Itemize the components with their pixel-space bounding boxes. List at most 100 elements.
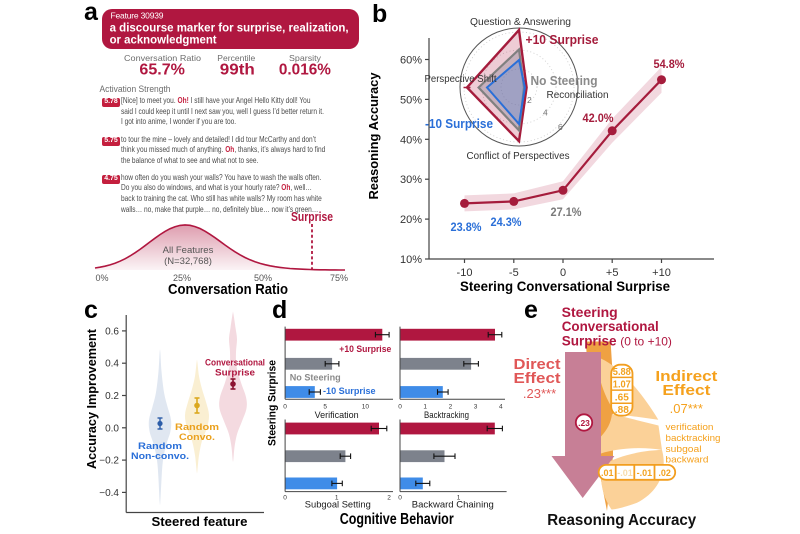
svg-text:1.07: 1.07 <box>613 380 631 391</box>
svg-text:-.01: -.01 <box>617 468 633 478</box>
svg-text:50%: 50% <box>400 94 422 106</box>
svg-text:25%: 25% <box>173 273 191 283</box>
svg-text:10%: 10% <box>400 254 422 266</box>
svg-text:Backtracking: Backtracking <box>424 410 469 421</box>
svg-text:Steering Conversational Surpri: Steering Conversational Surprise <box>460 279 670 294</box>
svg-text:4: 4 <box>543 108 548 118</box>
svg-text:Surprise (0 to +10): Surprise (0 to +10) <box>562 334 672 349</box>
svg-text:Surprise: Surprise <box>291 210 333 224</box>
svg-text:50%: 50% <box>254 273 272 283</box>
svg-text:-.01: -.01 <box>637 468 653 478</box>
svg-text:1: 1 <box>423 404 427 411</box>
svg-text:c: c <box>84 296 98 324</box>
svg-text:Indirect: Indirect <box>655 368 717 385</box>
svg-text:.88: .88 <box>615 405 629 416</box>
svg-text:Reasoning Accuracy: Reasoning Accuracy <box>547 512 696 529</box>
svg-text:.23: .23 <box>578 418 590 428</box>
svg-text:+10 Surprise: +10 Surprise <box>526 33 599 47</box>
svg-text:6: 6 <box>558 122 563 132</box>
svg-text:Random: Random <box>175 422 219 433</box>
svg-text:60%: 60% <box>400 55 422 67</box>
svg-text:−0.4: −0.4 <box>99 488 119 499</box>
svg-text:23.8%: 23.8% <box>451 220 482 234</box>
svg-text:Percentile: Percentile <box>217 53 255 63</box>
svg-text:0: 0 <box>398 404 402 411</box>
svg-text:.01: .01 <box>601 468 614 478</box>
svg-text:verification: verification <box>666 422 714 433</box>
svg-text:0: 0 <box>283 404 287 411</box>
svg-text:Perspective Shift: Perspective Shift <box>425 73 497 85</box>
svg-text:42.0%: 42.0% <box>583 111 614 125</box>
svg-text:subgoal: subgoal <box>666 444 702 455</box>
svg-text:backward: backward <box>666 455 709 466</box>
svg-text:Cognitive Behavior: Cognitive Behavior <box>340 511 454 528</box>
svg-text:+10 Surprise: +10 Surprise <box>339 344 391 355</box>
svg-text:0: 0 <box>398 495 402 502</box>
svg-text:4: 4 <box>499 404 503 411</box>
svg-text:Conversational: Conversational <box>205 358 265 369</box>
svg-text:2: 2 <box>449 404 453 411</box>
svg-text:75%: 75% <box>330 273 348 283</box>
svg-text:-10 Surprise: -10 Surprise <box>425 117 493 131</box>
svg-text:No Steering: No Steering <box>531 74 598 88</box>
svg-text:1: 1 <box>335 495 339 502</box>
svg-text:Activation Strength: Activation Strength <box>100 84 171 94</box>
svg-text:a: a <box>84 0 99 26</box>
svg-text:1: 1 <box>457 495 461 502</box>
svg-text:Steering: Steering <box>562 305 618 320</box>
svg-text:27.1%: 27.1% <box>551 205 582 219</box>
svg-text:0.2: 0.2 <box>105 391 119 402</box>
svg-text:Non-convo.: Non-convo. <box>131 451 189 462</box>
svg-text:d: d <box>272 296 287 324</box>
svg-text:99th: 99th <box>220 62 255 79</box>
svg-text:Accuracy Improvement: Accuracy Improvement <box>84 328 99 469</box>
svg-text:Conversation Ratio: Conversation Ratio <box>168 282 288 298</box>
svg-text:Backward Chaining: Backward Chaining <box>412 500 494 511</box>
svg-text:Conversation Ratio: Conversation Ratio <box>124 53 201 63</box>
svg-text:Direct: Direct <box>514 356 561 373</box>
svg-text:Effect: Effect <box>514 370 561 387</box>
svg-text:2: 2 <box>387 495 391 502</box>
svg-text:Sparsity: Sparsity <box>289 53 322 63</box>
svg-text:3: 3 <box>474 404 478 411</box>
svg-text:5.88: 5.88 <box>613 367 631 378</box>
svg-text:0.0: 0.0 <box>105 423 119 434</box>
svg-text:0.6: 0.6 <box>105 326 119 337</box>
svg-text:5: 5 <box>323 404 327 411</box>
svg-text:Effect: Effect <box>662 382 710 399</box>
svg-text:20%: 20% <box>400 214 422 226</box>
svg-text:-5: -5 <box>509 267 519 279</box>
svg-text:Verification: Verification <box>315 410 359 421</box>
svg-text:e: e <box>524 296 538 324</box>
svg-text:Feature 30939: Feature 30939 <box>111 11 164 21</box>
svg-text:All Features: All Features <box>163 245 214 256</box>
svg-text:10: 10 <box>362 404 370 411</box>
svg-text:Reasoning Accuracy: Reasoning Accuracy <box>366 72 381 200</box>
svg-text:Subgoal Setting: Subgoal Setting <box>305 500 371 511</box>
svg-text:b: b <box>372 0 387 28</box>
svg-text:backtracking: backtracking <box>666 433 721 444</box>
svg-text:54.8%: 54.8% <box>654 57 685 71</box>
svg-text:0%: 0% <box>95 273 108 283</box>
svg-text:No Steering: No Steering <box>290 373 341 384</box>
svg-text:−0.2: −0.2 <box>99 456 119 467</box>
svg-text:+5: +5 <box>606 267 619 279</box>
svg-text:.65: .65 <box>615 393 629 404</box>
svg-text:30%: 30% <box>400 174 422 186</box>
svg-text:(N=32,768): (N=32,768) <box>164 256 212 267</box>
svg-text:Convo.: Convo. <box>179 432 215 443</box>
svg-text:+10: +10 <box>652 267 671 279</box>
svg-text:Question & Answering: Question & Answering <box>470 16 571 28</box>
svg-text:Conflict of Perspectives: Conflict of Perspectives <box>467 150 570 162</box>
svg-text:.02: .02 <box>658 468 671 478</box>
svg-text:.23***: .23*** <box>523 386 556 401</box>
svg-text:Reconciliation: Reconciliation <box>547 89 609 101</box>
svg-text:65.7%: 65.7% <box>139 62 185 79</box>
svg-text:0.4: 0.4 <box>105 359 119 370</box>
svg-text:Random: Random <box>138 441 182 452</box>
svg-text:40%: 40% <box>400 134 422 146</box>
svg-text:-10 Surprise: -10 Surprise <box>323 386 376 397</box>
svg-text:24.3%: 24.3% <box>491 215 522 229</box>
svg-text:0: 0 <box>283 495 287 502</box>
svg-text:2: 2 <box>527 95 532 105</box>
